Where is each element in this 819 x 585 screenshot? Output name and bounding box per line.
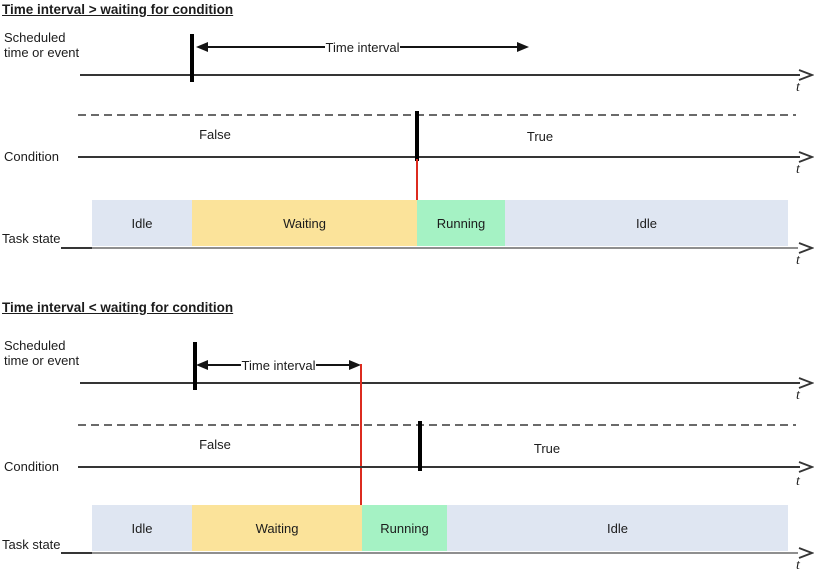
axis-arrowhead-icon <box>798 151 814 163</box>
condition-true-label: True <box>533 441 561 456</box>
state-label: Running <box>436 215 486 231</box>
condition-true-dashline <box>78 114 796 116</box>
task-state-label: Task state <box>2 231 61 246</box>
state-label: Waiting <box>255 520 299 536</box>
axis-arrowhead-icon <box>798 69 814 81</box>
axis-arrowhead-icon <box>798 242 814 254</box>
condition-trigger-marker <box>416 159 418 201</box>
arrowhead-right-icon <box>349 360 361 370</box>
task-state-bar: Idle Waiting Running Idle <box>92 505 788 551</box>
state-segment-idle: Idle <box>92 200 192 246</box>
state-segment-idle: Idle <box>505 200 788 246</box>
condition-true-tick <box>418 421 422 471</box>
axis-t-label: t <box>796 558 800 573</box>
axis-t-label: t <box>796 162 800 177</box>
axis-t-label: t <box>796 474 800 489</box>
event-tick <box>190 34 194 82</box>
condition-true-tick <box>415 111 419 161</box>
event-tick <box>193 342 197 390</box>
state-label: Idle <box>131 520 153 536</box>
scheduled-time-label: Scheduled time or event <box>4 30 80 60</box>
arrow-line <box>208 364 241 366</box>
state-label: Running <box>380 520 429 536</box>
diagram-interval-less: Time interval < waiting for condition Sc… <box>0 298 819 585</box>
time-interval-arrow: Time interval <box>196 357 361 373</box>
arrowhead-left-icon <box>196 360 208 370</box>
task-state-timeline <box>61 247 798 249</box>
task-state-label: Task state <box>2 537 61 552</box>
condition-timeline <box>78 466 800 468</box>
state-segment-waiting: Waiting <box>192 200 417 246</box>
condition-label: Condition <box>4 149 59 164</box>
time-interval-label: Time interval <box>325 39 400 55</box>
task-state-leader-line <box>61 552 92 554</box>
state-segment-running: Running <box>417 200 505 246</box>
diagram-title: Time interval < waiting for condition <box>2 300 234 315</box>
diagram-interval-greater: Time interval > waiting for condition Sc… <box>2 2 814 268</box>
axis-t-label: t <box>796 80 800 95</box>
arrowhead-right-icon <box>517 42 529 52</box>
scheduled-timeline <box>80 74 800 76</box>
condition-true-label: True <box>526 129 554 144</box>
arrowhead-left-icon <box>196 42 208 52</box>
condition-true-dashline <box>78 424 796 426</box>
axis-arrowhead-icon <box>798 461 814 473</box>
axis-t-label: t <box>796 388 800 403</box>
state-label: Idle <box>131 215 153 231</box>
condition-false-label: False <box>199 127 231 142</box>
state-segment-idle: Idle <box>92 505 192 551</box>
task-state-leader-line <box>61 247 92 249</box>
scheduled-time-label: Scheduled time or event <box>4 338 80 368</box>
arrow-line <box>400 46 517 48</box>
condition-timeline <box>78 156 800 158</box>
time-interval-arrow: Time interval <box>196 39 529 55</box>
state-label: Waiting <box>283 215 326 231</box>
state-segment-waiting: Waiting <box>192 505 362 551</box>
diagram-title: Time interval > waiting for condition <box>2 2 234 17</box>
condition-false-label: False <box>199 437 231 452</box>
state-label: Idle <box>636 215 657 231</box>
scheduled-timeline <box>80 382 800 384</box>
state-segment-running: Running <box>362 505 447 551</box>
time-interval-label: Time interval <box>241 357 316 373</box>
task-state-timeline <box>61 552 798 554</box>
axis-arrowhead-icon <box>798 547 814 559</box>
task-state-bar: Idle Waiting Running Idle <box>92 200 788 246</box>
interval-elapsed-marker <box>360 364 362 506</box>
state-segment-idle: Idle <box>447 505 788 551</box>
arrow-line <box>316 364 349 366</box>
condition-label: Condition <box>4 459 59 474</box>
axis-t-label: t <box>796 253 800 268</box>
state-label: Idle <box>607 520 628 536</box>
axis-arrowhead-icon <box>798 377 814 389</box>
arrow-line <box>208 46 325 48</box>
